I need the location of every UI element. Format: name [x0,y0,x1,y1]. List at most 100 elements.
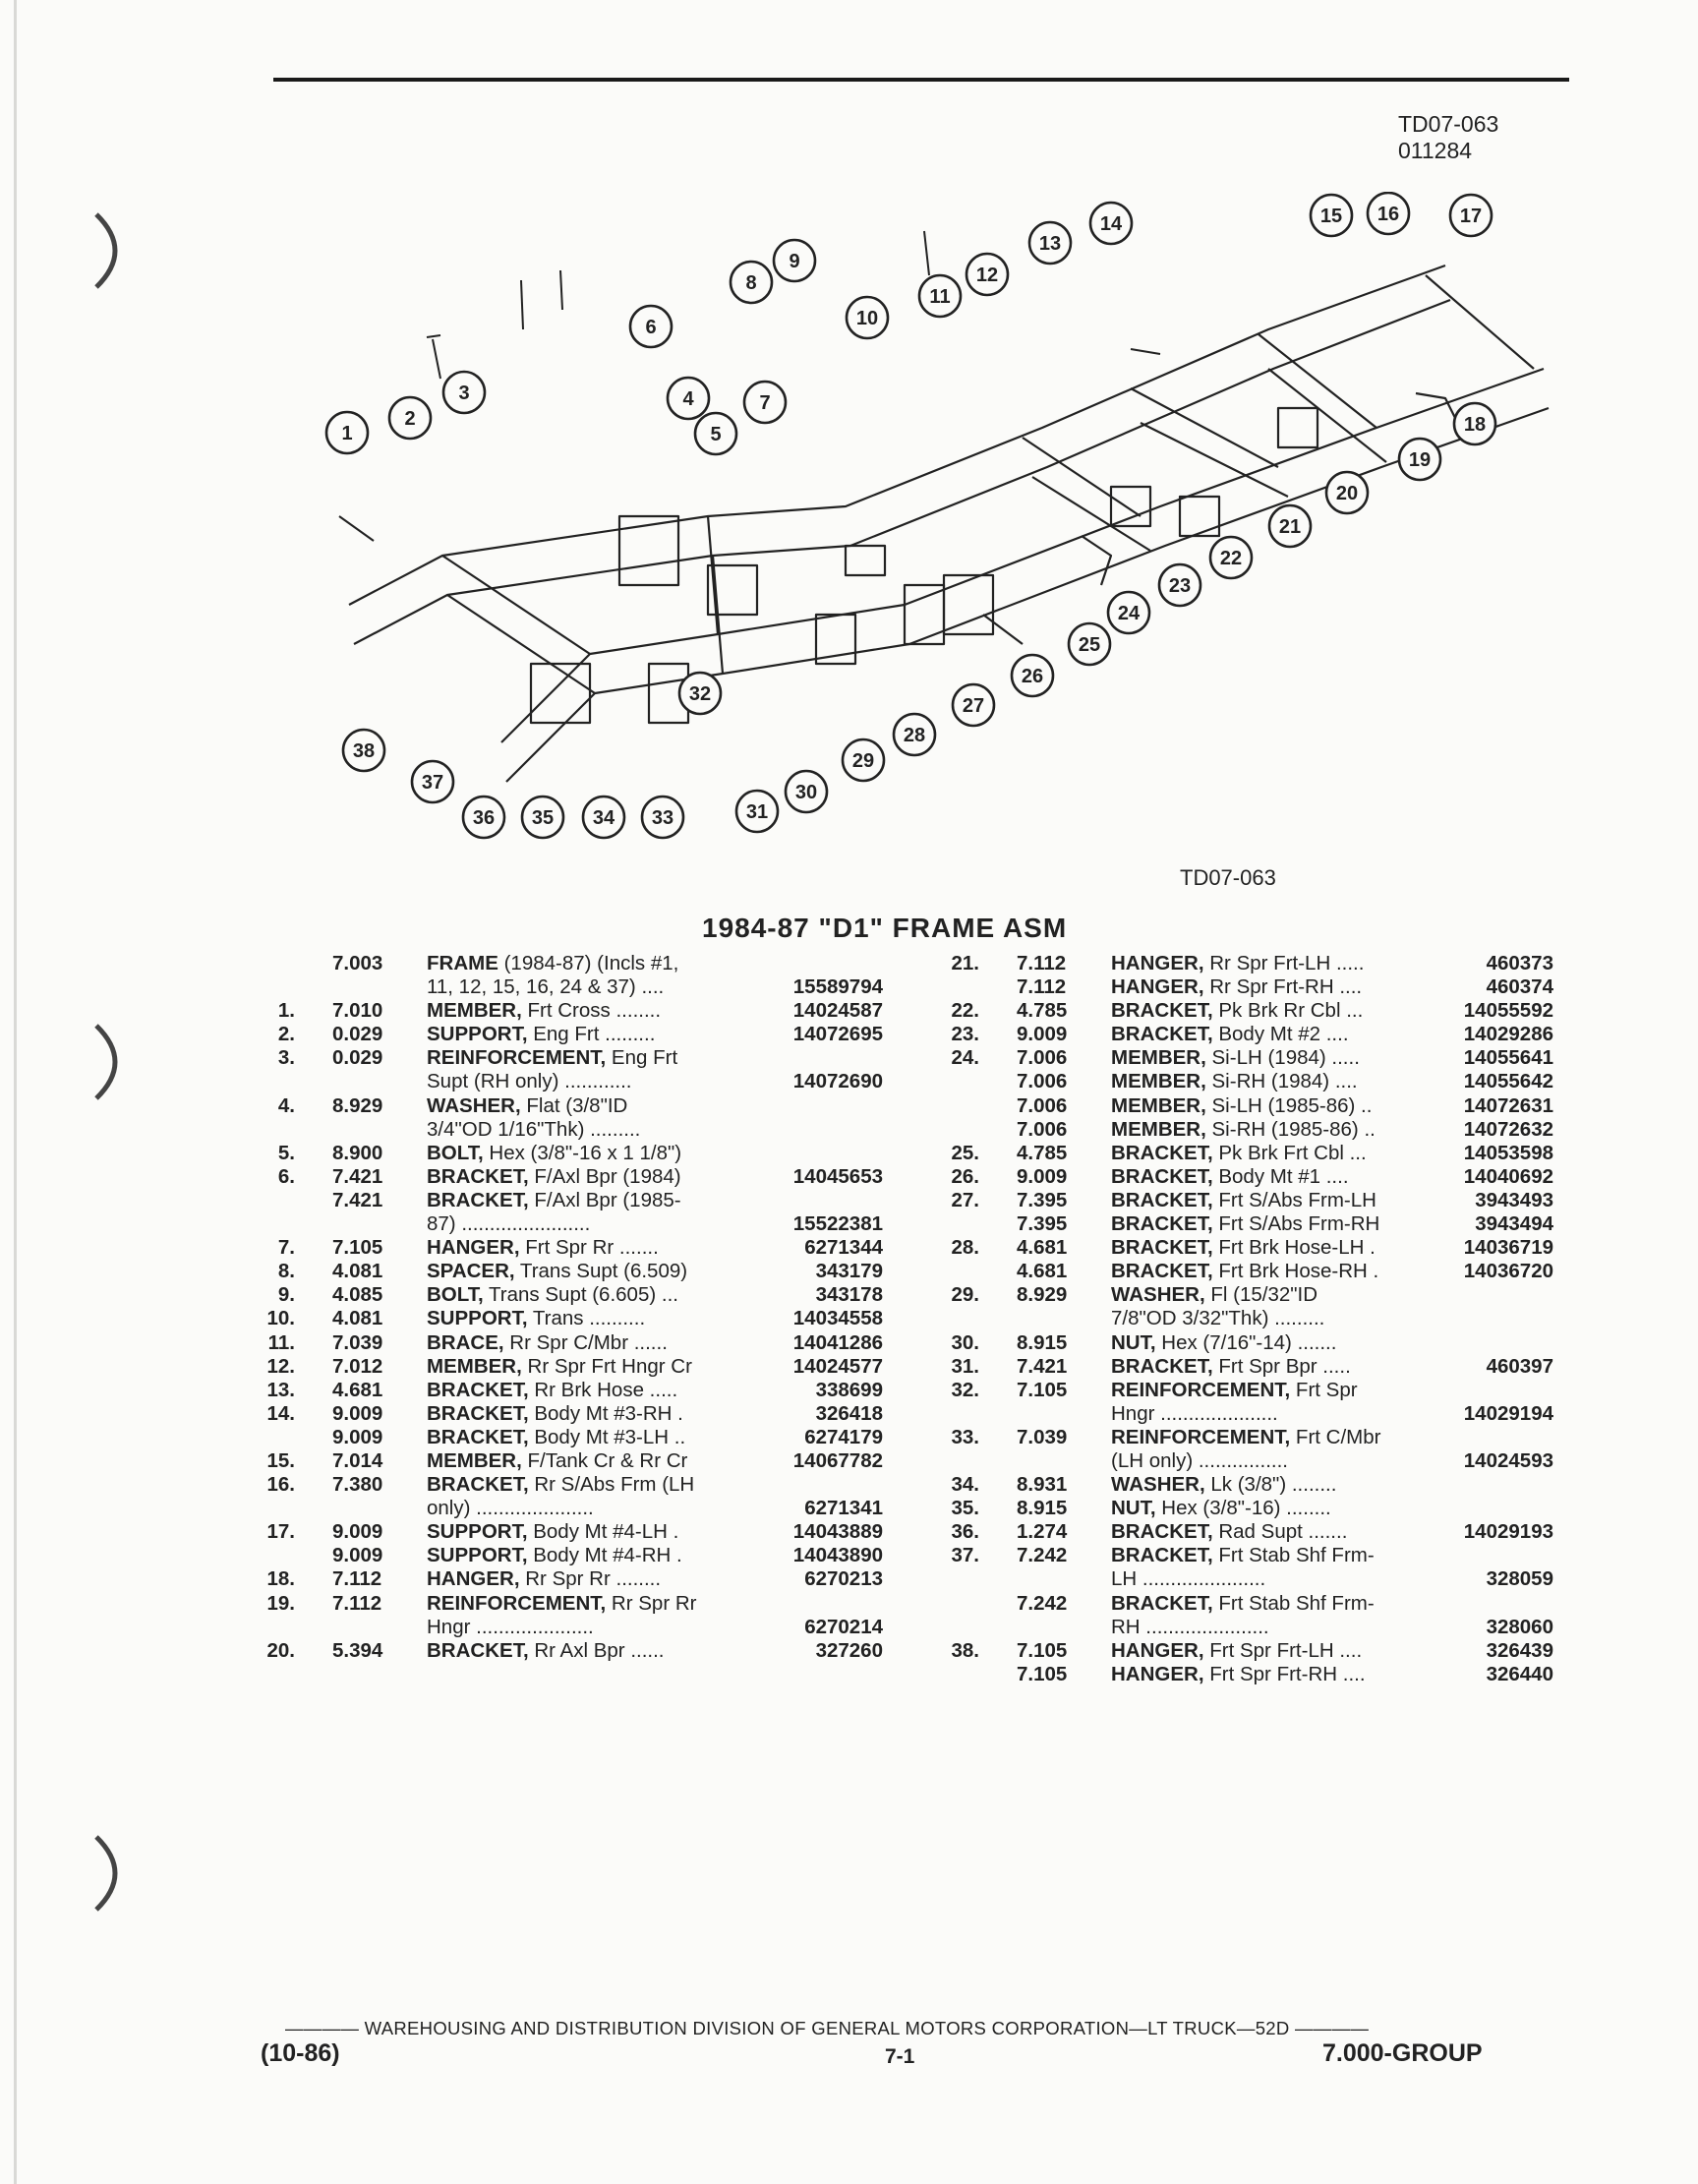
callout-30: 30 [784,769,829,814]
frame-drawing [348,264,1550,783]
group-number: 4.785 [1017,1141,1068,1164]
part-description: WASHER, Lk (3/8") ........ [1111,1473,1336,1497]
part-description: MEMBER, Frt Cross ........ [427,999,661,1023]
callout-label: 26 [1022,666,1043,687]
part-number: 15522381 [792,1212,883,1236]
part-number: 14072632 [1463,1117,1553,1141]
part-description: BRACKET, Frt S/Abs Frm-LH [1111,1189,1376,1212]
callout-2: 2 [387,395,433,441]
group-number: 7.112 [332,1591,382,1615]
part-index: 22. [951,999,980,1023]
callout-label: 16 [1377,204,1399,225]
part-detail: Trans Supt (6.509) [514,1260,688,1283]
part-description: SUPPORT, Eng Frt ......... [427,1023,655,1046]
part-name: BRACKET, [427,1401,529,1425]
part-detail: Rr Brk Hose ..... [528,1378,678,1401]
callout-21: 21 [1267,503,1313,549]
part-description: BRACKET, Frt Stab Shf Frm- [1111,1592,1375,1616]
part-name: WASHER, [1111,1283,1205,1307]
part-description: BRACKET, Pk Brk Frt Cbl ... [1111,1142,1367,1165]
callout-label: 38 [353,740,375,762]
part-name: HANGER, [1111,1662,1204,1685]
part-index: 27. [951,1188,980,1211]
part-number: 14034558 [792,1307,883,1330]
group-number: 9.009 [332,1425,383,1448]
part-name: BRACKET, [427,1638,529,1662]
callout-18: 18 [1452,401,1497,446]
part-number: 326439 [1486,1638,1553,1662]
callout-circle [1208,535,1254,580]
part-index: 1. [277,999,295,1023]
part-name: BRACKET, [427,1188,529,1211]
part-name: FRAME [427,952,498,974]
part-detail: Body Mt #4-LH . [527,1520,679,1544]
part-number: 328059 [1486,1567,1553,1591]
part-detail: 3/4"OD 1/16"Thk) ......... [427,1117,641,1141]
part-name: REINFORCEMENT, [1111,1378,1291,1401]
part-detail: Si-LH (1985-86) .. [1205,1093,1373,1117]
group-number: 4.681 [1017,1236,1068,1260]
callout-9: 9 [772,238,817,283]
part-detail: Hex (3/8"-16 x 1 1/8") [483,1141,682,1164]
callout-label: 1 [341,423,352,444]
part-name: BRACKET, [1111,1164,1213,1188]
part-description: BOLT, Trans Supt (6.605) ... [427,1283,678,1307]
part-detail: Frt S/Abs Frm-RH [1212,1212,1380,1236]
part-index: 19. [266,1591,296,1615]
group-number: 7.014 [332,1448,383,1472]
callout-23: 23 [1157,562,1202,608]
part-index: 26. [951,1164,980,1188]
callout-circle [892,712,937,757]
group-number: 7.421 [332,1188,383,1211]
part-detail: Rr Spr C/Mbr ...... [503,1330,668,1354]
group-number: 8.915 [1017,1497,1068,1520]
part-number: 14040692 [1463,1164,1553,1188]
group-number: 1.274 [1017,1520,1068,1544]
part-detail: Frt S/Abs Frm-LH [1212,1188,1376,1211]
hardware-bolts [338,230,1161,542]
part-name: WASHER, [427,1093,521,1117]
part-name: HANGER, [427,1567,520,1591]
part-detail: Rr Spr Rr [606,1591,697,1615]
callout-32: 32 [677,671,723,716]
part-detail: (1984-87) (Incls #1, [498,952,679,974]
callout-label: 11 [929,286,950,308]
part-name: NUT, [1111,1330,1156,1354]
group-number: 7.010 [332,999,383,1023]
part-index: 9. [277,1283,295,1307]
part-number: 14036720 [1463,1260,1553,1283]
callout-label: 35 [532,807,554,829]
callout-14: 14 [1088,201,1134,246]
part-description: HANGER, Frt Spr Frt-RH .... [1111,1663,1366,1686]
part-detail: Rr S/Abs Frm (LH [528,1473,695,1497]
part-detail: Flat (3/8"ID [520,1093,628,1117]
callout-label: 37 [422,772,443,794]
part-detail: 87) ....................... [427,1212,591,1236]
part-number: 14036719 [1463,1236,1553,1260]
callout-35: 35 [520,795,565,840]
callout-label: 15 [1320,206,1342,227]
part-name: BRACKET, [1111,1188,1213,1211]
part-name: MEMBER, [427,999,522,1023]
part-name: BRACKET, [1111,1212,1213,1236]
group-number: 7.421 [332,1164,383,1188]
callout-label: 20 [1336,483,1358,504]
part-index: 17. [266,1520,296,1544]
part-name: BOLT, [427,1283,484,1307]
part-detail: Frt Spr Frt-RH .... [1203,1662,1366,1685]
part-description: MEMBER, Si-LH (1985-86) .. [1111,1094,1372,1118]
callout-10: 10 [845,295,890,340]
callout-26: 26 [1010,653,1055,698]
